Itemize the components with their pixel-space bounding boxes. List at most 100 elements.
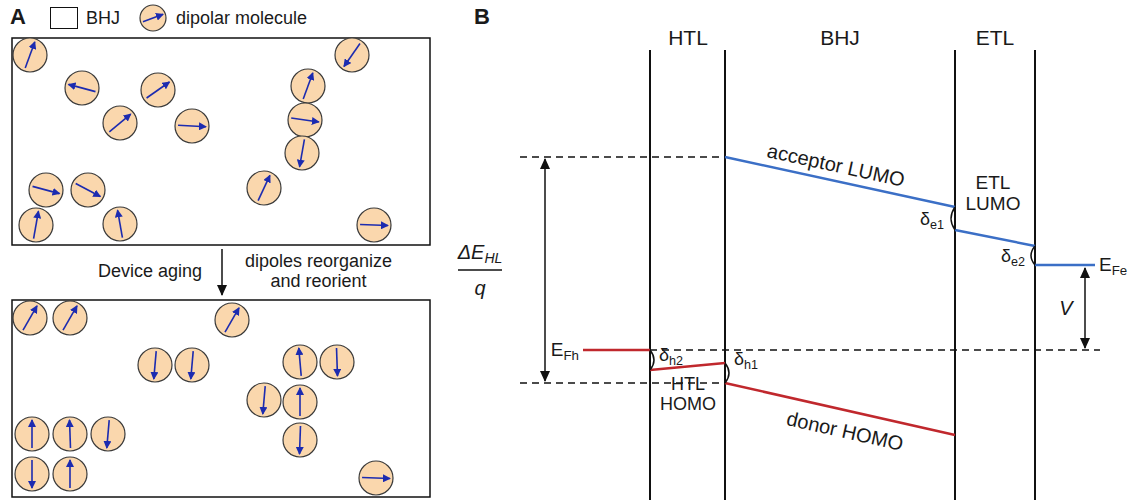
- dipole-arrow: [191, 351, 193, 379]
- dipole-arrow: [147, 82, 170, 98]
- gap-arrow: [544, 159, 546, 381]
- dipolar-molecule: [53, 417, 87, 451]
- dipole-arrow: [31, 420, 33, 448]
- dipolar-molecule: [175, 348, 209, 382]
- dipole-arrow: [31, 460, 33, 488]
- molecule-circle: [247, 171, 281, 205]
- aging-arrow: [221, 249, 223, 295]
- dipolar-molecule: [13, 38, 47, 72]
- dipolar-molecule: [335, 38, 369, 72]
- layer-name: ETL: [976, 26, 1015, 49]
- molecule-circle: [29, 173, 63, 207]
- dipolar-molecule: [247, 383, 281, 417]
- molecule-circle: [357, 208, 391, 242]
- layer-name: BHJ: [820, 26, 860, 49]
- dipole-arrow: [25, 42, 35, 68]
- dipole-arrow: [362, 477, 390, 480]
- bhj-film-after: [12, 300, 430, 497]
- dipolar-molecule: [103, 106, 137, 140]
- panel-letter: B: [474, 5, 490, 29]
- dipole-arrow: [344, 44, 360, 67]
- offset-symbol: δh1: [734, 350, 758, 370]
- dipole-arrow: [360, 224, 388, 227]
- dipolar-molecule: [15, 417, 49, 451]
- symbol-base: E: [1099, 254, 1112, 275]
- boundary-line: [724, 50, 726, 500]
- molecule-circle: [53, 457, 87, 491]
- dipolar-molecule: [71, 173, 105, 207]
- molecule-circle: [283, 385, 317, 419]
- dipolar-molecule: [288, 103, 322, 137]
- dipole-arrow: [69, 420, 72, 448]
- dipole-arrow: [69, 84, 96, 91]
- symbol-subscript: e1: [930, 218, 944, 232]
- molecule-circle: [175, 109, 209, 143]
- legend-entry: BHJ: [50, 7, 120, 29]
- legend-swatch: [50, 7, 78, 29]
- symbol-base: δ: [659, 345, 669, 365]
- dipolar-molecule: [247, 171, 281, 205]
- molecule-circle: [71, 173, 105, 207]
- dipole-arrow: [225, 308, 239, 332]
- dipole-arrow: [23, 306, 37, 330]
- level-label: ETL LUMO: [962, 173, 1024, 215]
- molecule-circle: [65, 71, 99, 105]
- molecule-circle: [291, 69, 325, 103]
- electron-levels: [725, 157, 1095, 265]
- dipolar-molecule: [29, 173, 63, 207]
- dipolar-molecule: [19, 208, 53, 242]
- offset-arc: [951, 207, 955, 230]
- dipolar-molecule: [53, 301, 87, 335]
- dipole-arrow: [299, 426, 302, 454]
- dipole-arrow: [63, 306, 77, 330]
- molecule-circle: [140, 5, 166, 31]
- dipole-arrow: [34, 211, 39, 238]
- dipolar-molecule: [285, 136, 319, 170]
- symbol-base: E: [551, 339, 564, 360]
- fermi-level-line: [583, 349, 650, 352]
- dipole-arrow: [299, 388, 301, 416]
- offset-symbol: δh2: [659, 346, 683, 366]
- dipole-arrow: [76, 183, 101, 196]
- molecule-circle: [247, 383, 281, 417]
- offset-arc: [650, 350, 654, 370]
- molecule-circle: [283, 423, 317, 457]
- dipolar-molecule: [215, 303, 249, 337]
- dipole-arrow: [299, 348, 301, 376]
- fermi-level-label: EFe: [1099, 255, 1127, 276]
- dipole-arrow: [154, 351, 156, 379]
- molecule-circle: [283, 345, 317, 379]
- etl-lumo-line: [955, 230, 1035, 246]
- offset-arc: [1031, 246, 1035, 265]
- fermi-level-line: [1035, 264, 1095, 267]
- molecule-circle: [91, 417, 125, 451]
- dipole-arrow: [69, 460, 71, 488]
- dipolar-molecule: [140, 5, 166, 31]
- symbol-subscript: h1: [744, 358, 758, 372]
- dipole-arrow: [336, 348, 339, 376]
- boundary-line: [954, 50, 956, 500]
- molecule-circle: [53, 417, 87, 451]
- dipole-arrow: [303, 73, 313, 99]
- level-label: HTL HOMO: [659, 375, 717, 415]
- reference-lines: [520, 157, 1100, 383]
- molecule-circle: [320, 345, 354, 379]
- layer-name: HTL: [668, 26, 708, 49]
- fraction-bar: [458, 269, 502, 271]
- dipolar-molecule: [141, 73, 175, 107]
- dipolar-molecule: [283, 423, 317, 457]
- dipolar-molecule: [320, 345, 354, 379]
- voltage-label: V: [1059, 297, 1072, 319]
- dipole-arrow: [109, 114, 130, 132]
- panel-letter: A: [10, 5, 26, 29]
- molecule-circle: [15, 457, 49, 491]
- legend-sample: [138, 3, 168, 33]
- dipole-arrow: [178, 125, 206, 126]
- dipolar-molecule: [291, 69, 325, 103]
- symbol-base: δ: [734, 349, 744, 369]
- molecule-circle: [15, 417, 49, 451]
- fermi-level-label: EFh: [551, 340, 579, 361]
- dashed-line: [650, 349, 1100, 351]
- symbol-base: δ: [920, 209, 930, 229]
- dashed-line: [520, 156, 725, 158]
